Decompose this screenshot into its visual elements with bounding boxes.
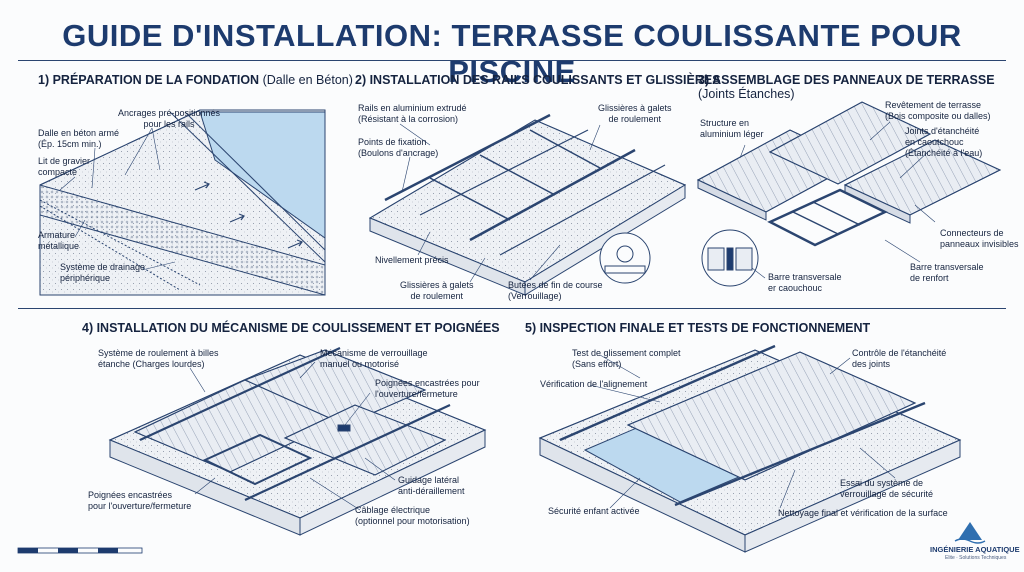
logo-tagline: Elite · Solutions Techniques <box>945 555 1007 561</box>
label-side-guide: Guidage latéral anti-déraillement <box>398 475 465 496</box>
label-recessed-handles-left: Poignées encastrées pour l'ouverture/fer… <box>88 490 192 511</box>
label-concrete-slab: Dalle en béton armé (Ép. 15cm min.) <box>38 128 120 149</box>
label-ball-bearings: Système de roulement à billes étanche (C… <box>98 348 219 369</box>
row-divider <box>18 308 1006 309</box>
label-gravel-bed: Lit de gravier compacté <box>38 156 91 177</box>
final-inspection-drawing <box>538 344 962 553</box>
panels-drawing <box>696 101 1002 287</box>
label-decking: Revêtement de terrasse (Bois composite o… <box>885 100 991 121</box>
label-anchors: Ancrages pré-positionnés pour les rails <box>118 108 221 129</box>
label-recessed-handles-right: Poignées encastrées pour l'ouverture/fer… <box>375 378 480 399</box>
section-5-heading: 5) INSPECTION FINALE ET TESTS DE FONCTIO… <box>525 321 871 335</box>
label-locking-mechanism: Mécanisme de verrouillage manuel ou moto… <box>320 348 428 369</box>
page-title: GUIDE D'INSTALLATION: TERRASSE COULISSAN… <box>62 18 962 89</box>
section-3-heading: 3) ASSEMBLAGE DES PANNEAUX DE TERRASSE(J… <box>698 73 995 101</box>
label-drainage: Système de drainage périphérique <box>60 262 146 283</box>
label-fixing-points: Points de fixation (Boulons d'ancrage) <box>358 137 439 158</box>
label-aluminium-frame: Structure en aluminium léger <box>700 118 764 139</box>
title-divider <box>18 60 1006 61</box>
logo-name: INGÉNIERIE AQUATIQUE <box>930 545 1020 554</box>
rails-drawing <box>368 113 687 296</box>
section-1-heading: 1) PRÉPARATION DE LA FONDATION (Dalle en… <box>38 73 353 87</box>
label-glide-test: Test de glissement complet (Sans effort) <box>572 348 681 369</box>
label-rubber-crossbar: Barre transversale er caouchouc <box>768 272 842 293</box>
label-final-cleaning: Nettoyage final et vérification de la su… <box>778 508 948 518</box>
mechanism-drawing <box>108 347 487 536</box>
label-rebar: Armature métallique <box>38 230 80 251</box>
logo-wave-icon <box>954 522 986 544</box>
label-lock-test: Essai du système de verrouillage de sécu… <box>840 478 934 499</box>
label-end-stops: Butées de fin de course (Verrouillage) <box>508 280 603 301</box>
label-rubber-seals: Joints d'étanchéité en caoutchouc (Étanc… <box>905 126 983 158</box>
label-levelling: Nivellement précis <box>375 255 449 265</box>
label-child-safety: Sécurité enfant activée <box>548 506 640 516</box>
label-roller-guides-bottom: Glissières à galets de roulement <box>400 280 474 301</box>
section-2-heading: 2) INSTALLATION DES RAILS COULISSANTS ET… <box>355 73 721 87</box>
section-4-heading: 4) INSTALLATION DU MÉCANISME DE COULISSE… <box>82 321 500 335</box>
label-roller-guides-top: Glissières à galets de roulement <box>598 103 672 124</box>
label-electrical-wiring: Câblage électrique (optionnel pour motor… <box>355 505 470 526</box>
label-hidden-connectors: Connecteurs de panneaux invisibles <box>940 228 1019 249</box>
label-seal-check: Contrôle de l'étanchéité des joints <box>852 348 947 369</box>
label-alignment-check: Vérification de l'alignement <box>540 379 648 389</box>
foundation-drawing <box>39 109 326 296</box>
label-reinforcing-crossbar: Barre transversale de renfort <box>910 262 984 283</box>
label-aluminium-rails: Rails en aluminium extrudé (Résistant à … <box>358 103 467 124</box>
scale-bar <box>17 547 143 554</box>
